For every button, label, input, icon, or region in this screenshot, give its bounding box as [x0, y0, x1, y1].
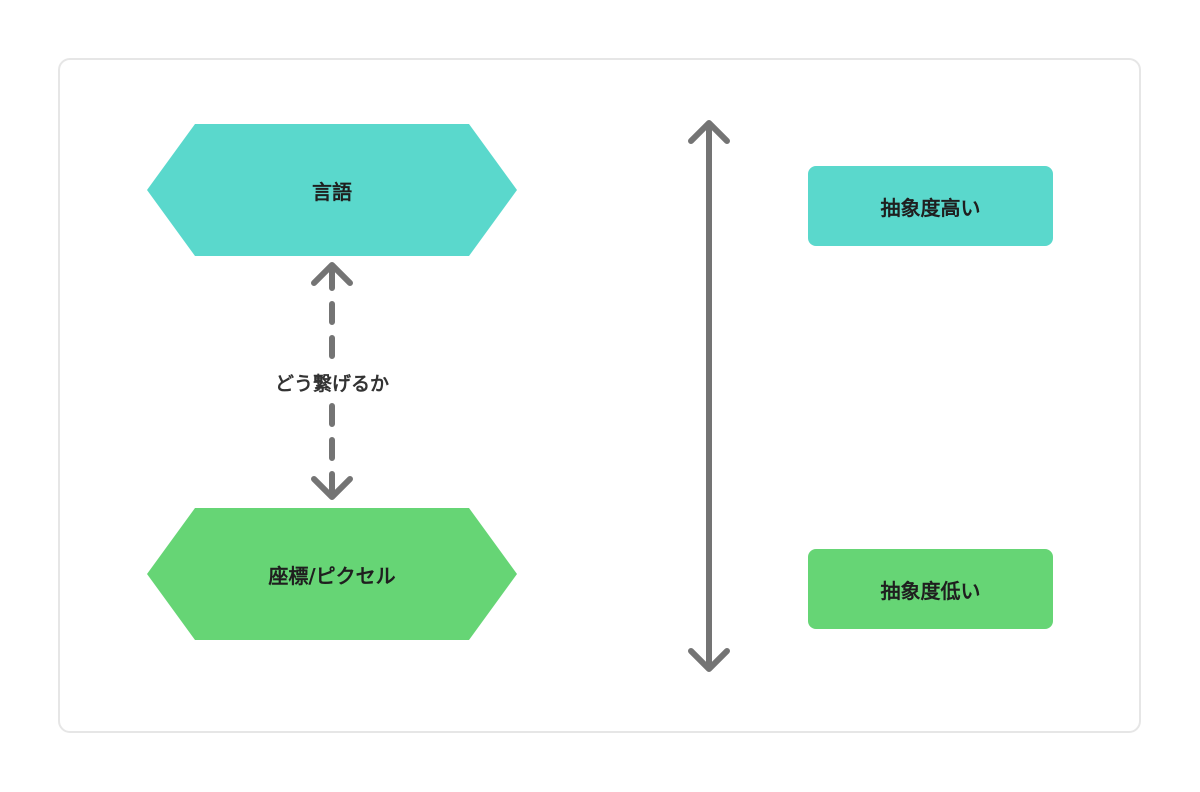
connector-arrowhead-up [311, 262, 353, 286]
scale-arrowhead-up [688, 120, 730, 144]
language-hexagon [147, 124, 517, 256]
pixel-label: 座標/ピクセル [268, 563, 396, 588]
connector-label: どう繋げるか [232, 366, 432, 398]
language-label: 言語 [312, 179, 352, 204]
high-abstraction-box: 抽象度高い [808, 166, 1053, 246]
connector-arrowhead-down [311, 476, 353, 500]
scale-arrowhead-down [688, 648, 730, 672]
low-abstraction-box: 抽象度低い [808, 549, 1053, 629]
pixel-hexagon [147, 508, 517, 640]
abstraction-scale-arrow [688, 120, 730, 672]
